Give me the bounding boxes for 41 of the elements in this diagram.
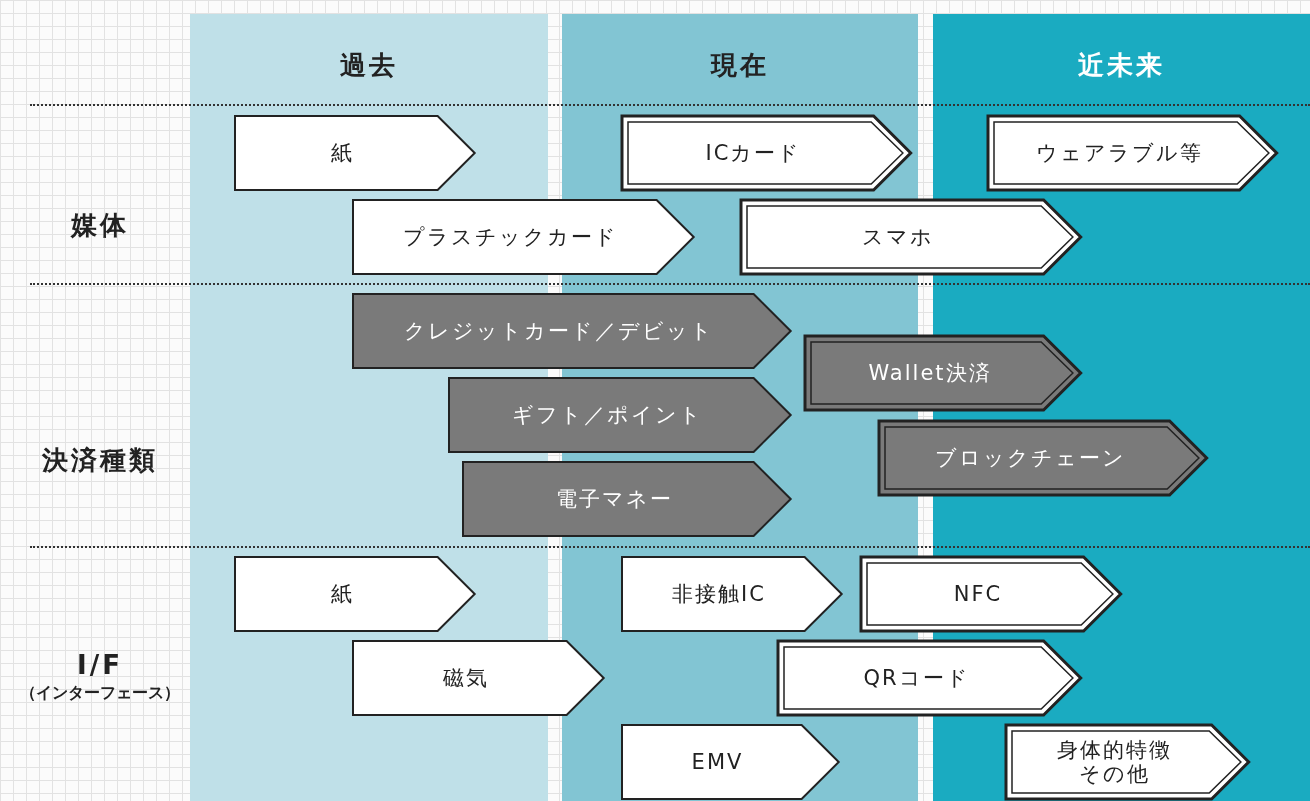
arrow-shape	[987, 115, 1278, 191]
arrow-shape	[621, 115, 912, 191]
arrow-text: 電子マネー	[555, 486, 673, 512]
row-label: 媒体	[71, 208, 129, 242]
column-heading: 過去	[339, 49, 399, 82]
arrow-shape	[352, 293, 792, 369]
arrow-text: プラスチックカード	[403, 224, 618, 250]
arrow-shape	[352, 199, 695, 275]
arrow-shape	[777, 640, 1082, 716]
row-label: I/F	[77, 650, 123, 680]
arrow-shape	[740, 199, 1082, 275]
arrow-shape	[621, 556, 843, 632]
arrow-shape	[621, 724, 840, 800]
column-heading: 近未来	[1077, 49, 1166, 82]
arrow-shape	[804, 335, 1082, 411]
arrow-shape	[234, 115, 476, 191]
arrow-shape	[878, 420, 1208, 496]
arrow-shape	[234, 556, 476, 632]
arrow-text: 紙	[330, 140, 354, 166]
arrow-text: NFC	[953, 581, 1003, 607]
arrow-text: QRコード	[863, 665, 970, 691]
arrow-shape	[462, 461, 792, 537]
arrow-text: Wallet決済	[868, 360, 992, 386]
arrow-shape	[860, 556, 1122, 632]
arrow-shape	[448, 377, 792, 453]
arrow-text: ギフト／ポイント	[511, 402, 703, 428]
arrow-text: 非接触IC	[672, 581, 766, 607]
arrow-text: ウェアラブル等	[1036, 140, 1203, 166]
arrow-text: 紙	[330, 581, 354, 607]
row-label: 決済種類	[42, 443, 158, 477]
column-heading: 現在	[709, 49, 770, 82]
arrow-text: ブロックチェーン	[934, 445, 1126, 471]
arrow-text: クレジットカード／デビット	[404, 318, 714, 344]
arrow-text: EMV	[691, 749, 744, 775]
arrow-shape	[1005, 724, 1250, 800]
arrow-text: ICカード	[705, 140, 802, 166]
arrow-text: 磁気	[442, 665, 489, 691]
arrow-text: 身体的特徴その他	[1056, 737, 1173, 787]
arrow-text: スマホ	[862, 224, 934, 250]
arrow-shape	[352, 640, 605, 716]
row-label: （インターフェース）	[20, 682, 180, 704]
